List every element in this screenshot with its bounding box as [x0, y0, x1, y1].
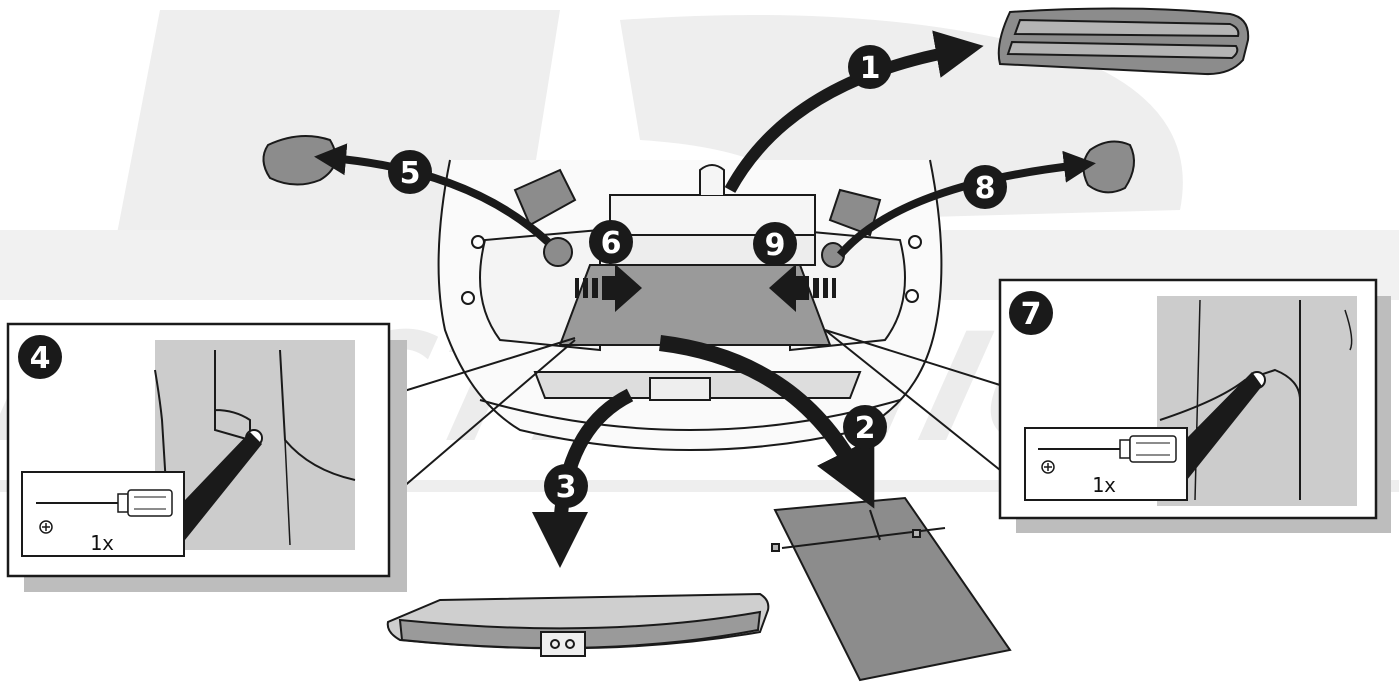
step-badge-8: 8 [963, 165, 1007, 209]
step-number-6: 6 [601, 226, 622, 261]
screw-quantity-right: 1x [1092, 473, 1116, 497]
arrow-step-1 [724, 30, 984, 193]
step-number-3: 3 [556, 470, 577, 505]
part-loading-sill-trim [386, 592, 770, 657]
part-floor-panel [771, 496, 1012, 682]
step-number-5: 5 [400, 156, 421, 191]
step-badge-7: 7 [1009, 291, 1053, 335]
screw-quantity-left: 1x [90, 531, 114, 555]
step-number-2: 2 [855, 411, 876, 446]
phillips-screw-icon [1041, 460, 1055, 474]
step-number-9: 9 [765, 228, 786, 263]
arrow-step-8 [836, 150, 1096, 258]
step-badge-2: 2 [843, 405, 887, 449]
push-arrow-step-9 [769, 264, 836, 312]
step-badges: 1 2 3 4 5 6 7 8 [18, 45, 1053, 508]
detail-box-right: 1x [824, 278, 1391, 533]
step-number-8: 8 [975, 171, 996, 206]
step-badge-3: 3 [544, 464, 588, 508]
part-sill-cover-top [997, 7, 1250, 76]
step-number-7: 7 [1021, 297, 1042, 332]
part-left-cap [262, 135, 337, 186]
arrow-step-2 [659, 335, 875, 509]
step-badge-5: 5 [388, 150, 432, 194]
step-number-4: 4 [30, 341, 51, 376]
step-badge-9: 9 [753, 222, 797, 266]
step-badge-4: 4 [18, 335, 62, 379]
arrows [314, 30, 1096, 568]
step-badge-6: 6 [589, 220, 633, 264]
part-right-cap [1082, 140, 1135, 194]
arrow-step-3 [532, 388, 634, 568]
push-arrow-step-6 [575, 264, 642, 312]
step-number-1: 1 [860, 51, 881, 86]
screwdriver-icon [36, 489, 173, 517]
phillips-screw-icon [39, 520, 53, 534]
screwdriver-icon [1038, 435, 1177, 463]
detail-box-left: 1x [6, 322, 576, 592]
step-badge-1: 1 [848, 45, 892, 89]
arrow-step-5 [314, 143, 551, 245]
